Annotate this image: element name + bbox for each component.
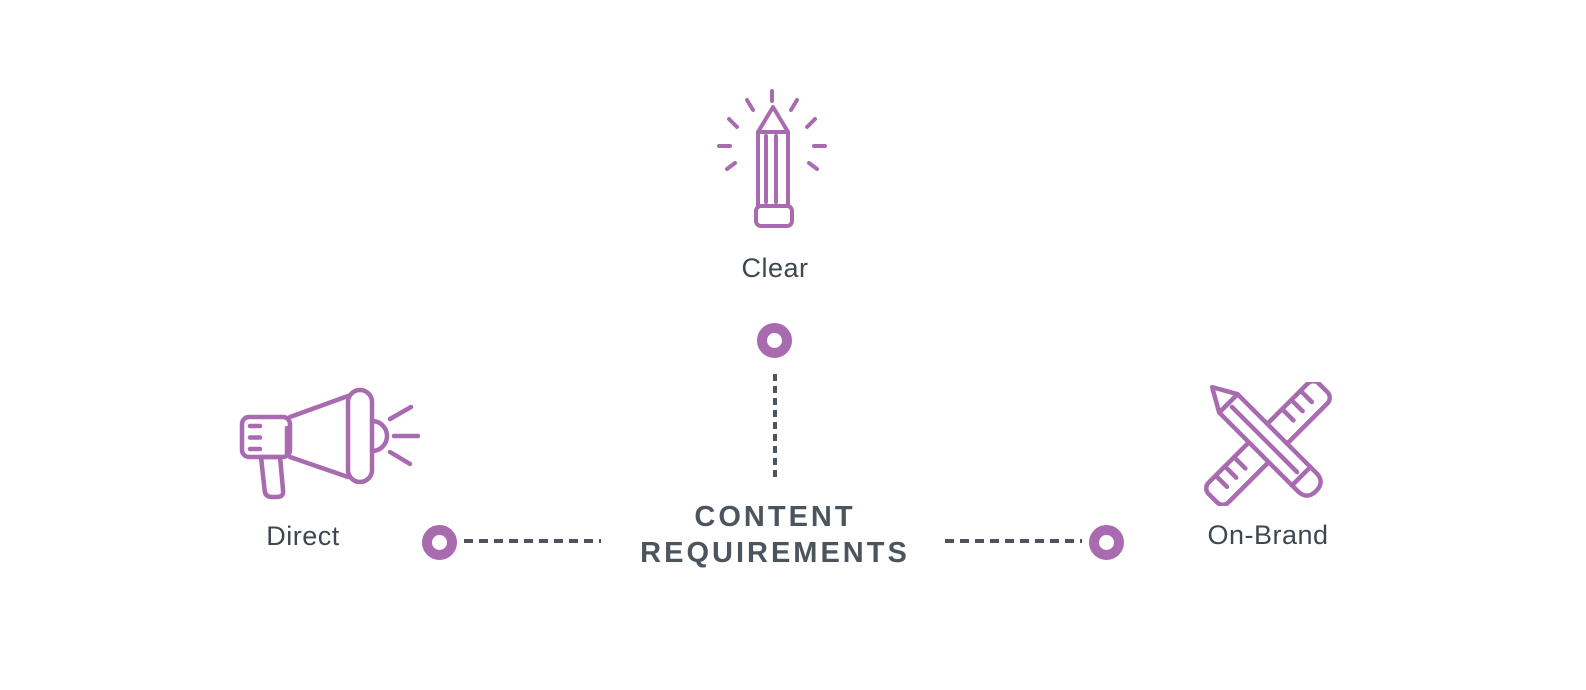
connector-ring-right xyxy=(1089,525,1124,560)
node-label-direct: Direct xyxy=(266,521,340,551)
shining-pencil-icon xyxy=(716,89,828,231)
megaphone-icon xyxy=(230,385,430,505)
center-title-line1: CONTENT xyxy=(694,501,856,533)
center-title-line2: REQUIREMENTS xyxy=(640,537,910,569)
dotted-line-top xyxy=(773,374,777,478)
connector-ring-top xyxy=(757,323,792,358)
node-label-clear: Clear xyxy=(741,253,809,283)
dotted-line-left xyxy=(464,539,601,543)
center-title: CONTENT REQUIREMENTS xyxy=(575,499,975,571)
dotted-line-right xyxy=(945,539,1082,543)
pencil-ruler-icon xyxy=(1202,382,1334,506)
connector-ring-left xyxy=(422,525,457,560)
node-label-on-brand: On-Brand xyxy=(1207,520,1329,550)
